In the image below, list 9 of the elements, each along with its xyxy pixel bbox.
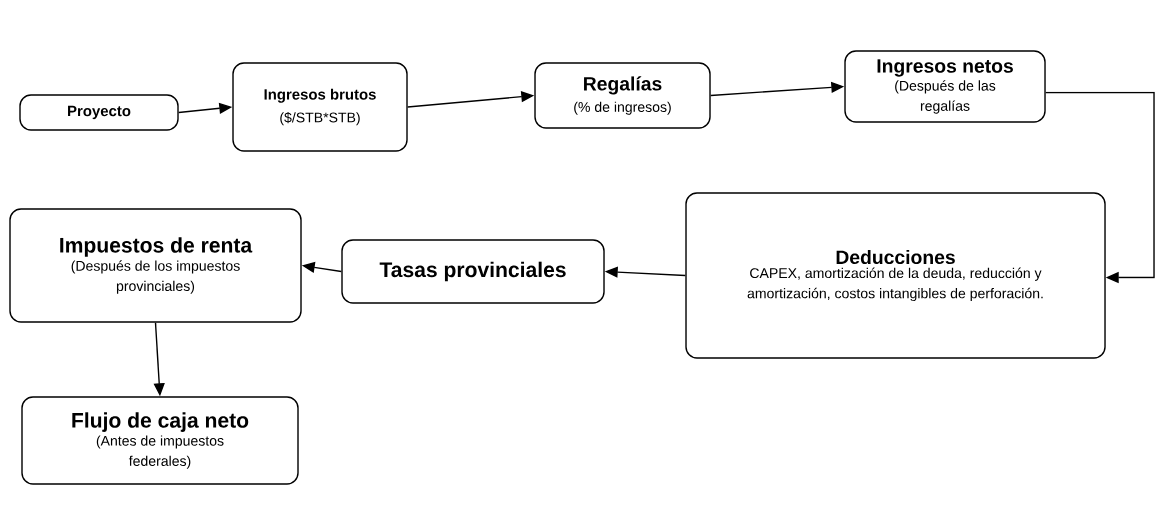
process-box: Regalías (% de ingresos) <box>534 62 711 129</box>
process-box: Deducciones CAPEX, amortización de la deuda, reducción y amortización, costos intangibles de perforación. <box>685 192 1106 359</box>
process-box: Flujo de caja neto (Antes de impuestos federales) <box>21 396 299 485</box>
arrow <box>1045 91 1155 284</box>
process-box: Ingresos brutos ($/STB*STB) <box>232 62 408 152</box>
process-box: Tasas provinciales <box>341 239 605 304</box>
process-box: Ingresos netos (Después de las regalías <box>844 50 1046 123</box>
process-box: Impuestos de renta (Después de los impuestos provinciales) <box>9 208 302 323</box>
process-box: Proyecto <box>19 94 179 131</box>
